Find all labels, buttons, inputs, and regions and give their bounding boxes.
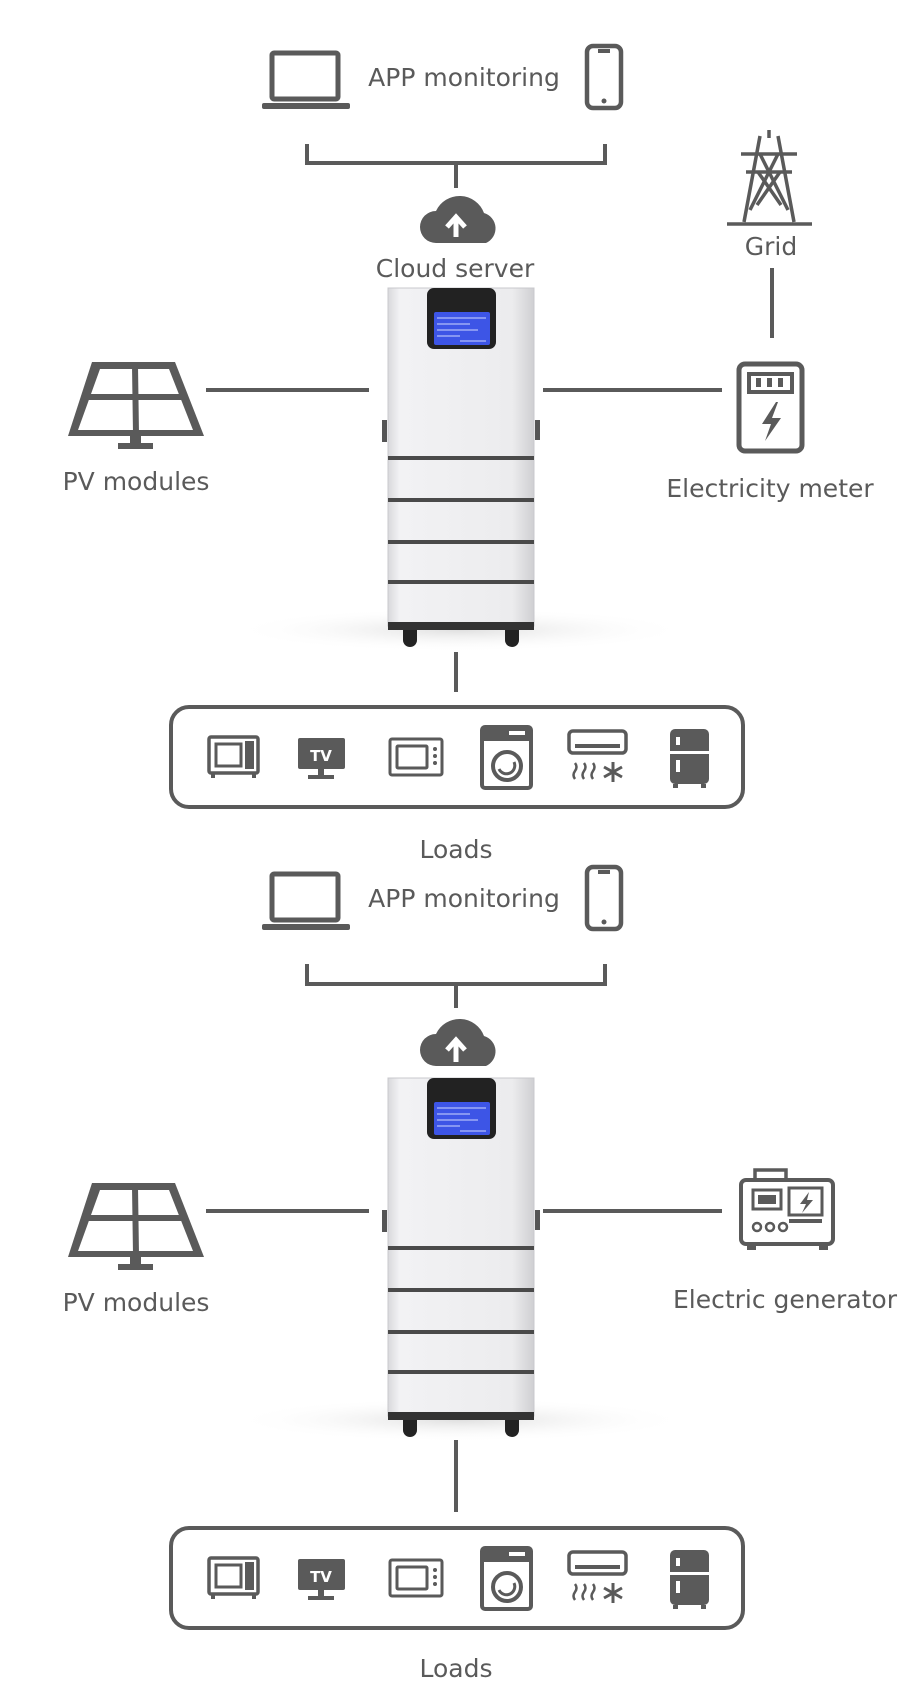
washing-machine-icon — [480, 725, 533, 790]
air-conditioner-icon — [567, 729, 628, 782]
display-screen — [434, 312, 490, 345]
battery-cabinet — [230, 1077, 690, 1442]
display-screen — [434, 1102, 490, 1135]
tv-icon-text: TV — [310, 747, 332, 765]
laptop-icon — [262, 50, 350, 109]
tv-icon: TV — [298, 738, 345, 779]
cloud-upload-icon — [420, 195, 496, 243]
diagram-off-grid: APP monitoring PV modules — [63, 864, 898, 1681]
power-tower-icon — [727, 130, 812, 226]
loads-label: Loads — [420, 835, 493, 864]
app-monitoring-label: APP monitoring — [368, 63, 560, 92]
diagram-grid-tie: APP monitoring Cloud server Grid — [63, 43, 874, 864]
app-monitoring-label: APP monitoring — [368, 884, 560, 913]
pv-modules-label: PV modules — [63, 467, 210, 496]
solar-panel-icon — [68, 362, 204, 449]
oven-icon — [388, 1558, 444, 1598]
tv-icon: TV — [298, 1559, 345, 1600]
cloud-upload-icon — [420, 1018, 496, 1066]
microwave-icon — [207, 1556, 260, 1599]
refrigerator-icon — [670, 1550, 709, 1609]
solar-panel-icon — [68, 1183, 204, 1270]
electricity-meter-icon — [736, 361, 805, 454]
loads-box — [169, 705, 745, 809]
oven-icon — [388, 737, 444, 777]
cloud-server-label: Cloud server — [376, 254, 535, 283]
electricity-meter-label: Electricity meter — [666, 474, 874, 503]
washing-machine-icon — [480, 1546, 533, 1611]
loads-label: Loads — [420, 1654, 493, 1681]
loads-box — [169, 1526, 745, 1630]
laptop-icon — [262, 871, 350, 930]
air-conditioner-icon — [567, 1550, 628, 1603]
electric-generator-label: Electric generator — [673, 1285, 898, 1314]
tv-icon-text: TV — [310, 1568, 332, 1586]
pv-modules-label: PV modules — [63, 1288, 210, 1317]
smartphone-icon — [584, 43, 624, 111]
generator-icon — [739, 1168, 835, 1250]
refrigerator-icon — [670, 729, 709, 788]
grid-label: Grid — [745, 232, 797, 261]
microwave-icon — [207, 735, 260, 778]
smartphone-icon — [584, 864, 624, 932]
battery-cabinet — [230, 287, 690, 652]
